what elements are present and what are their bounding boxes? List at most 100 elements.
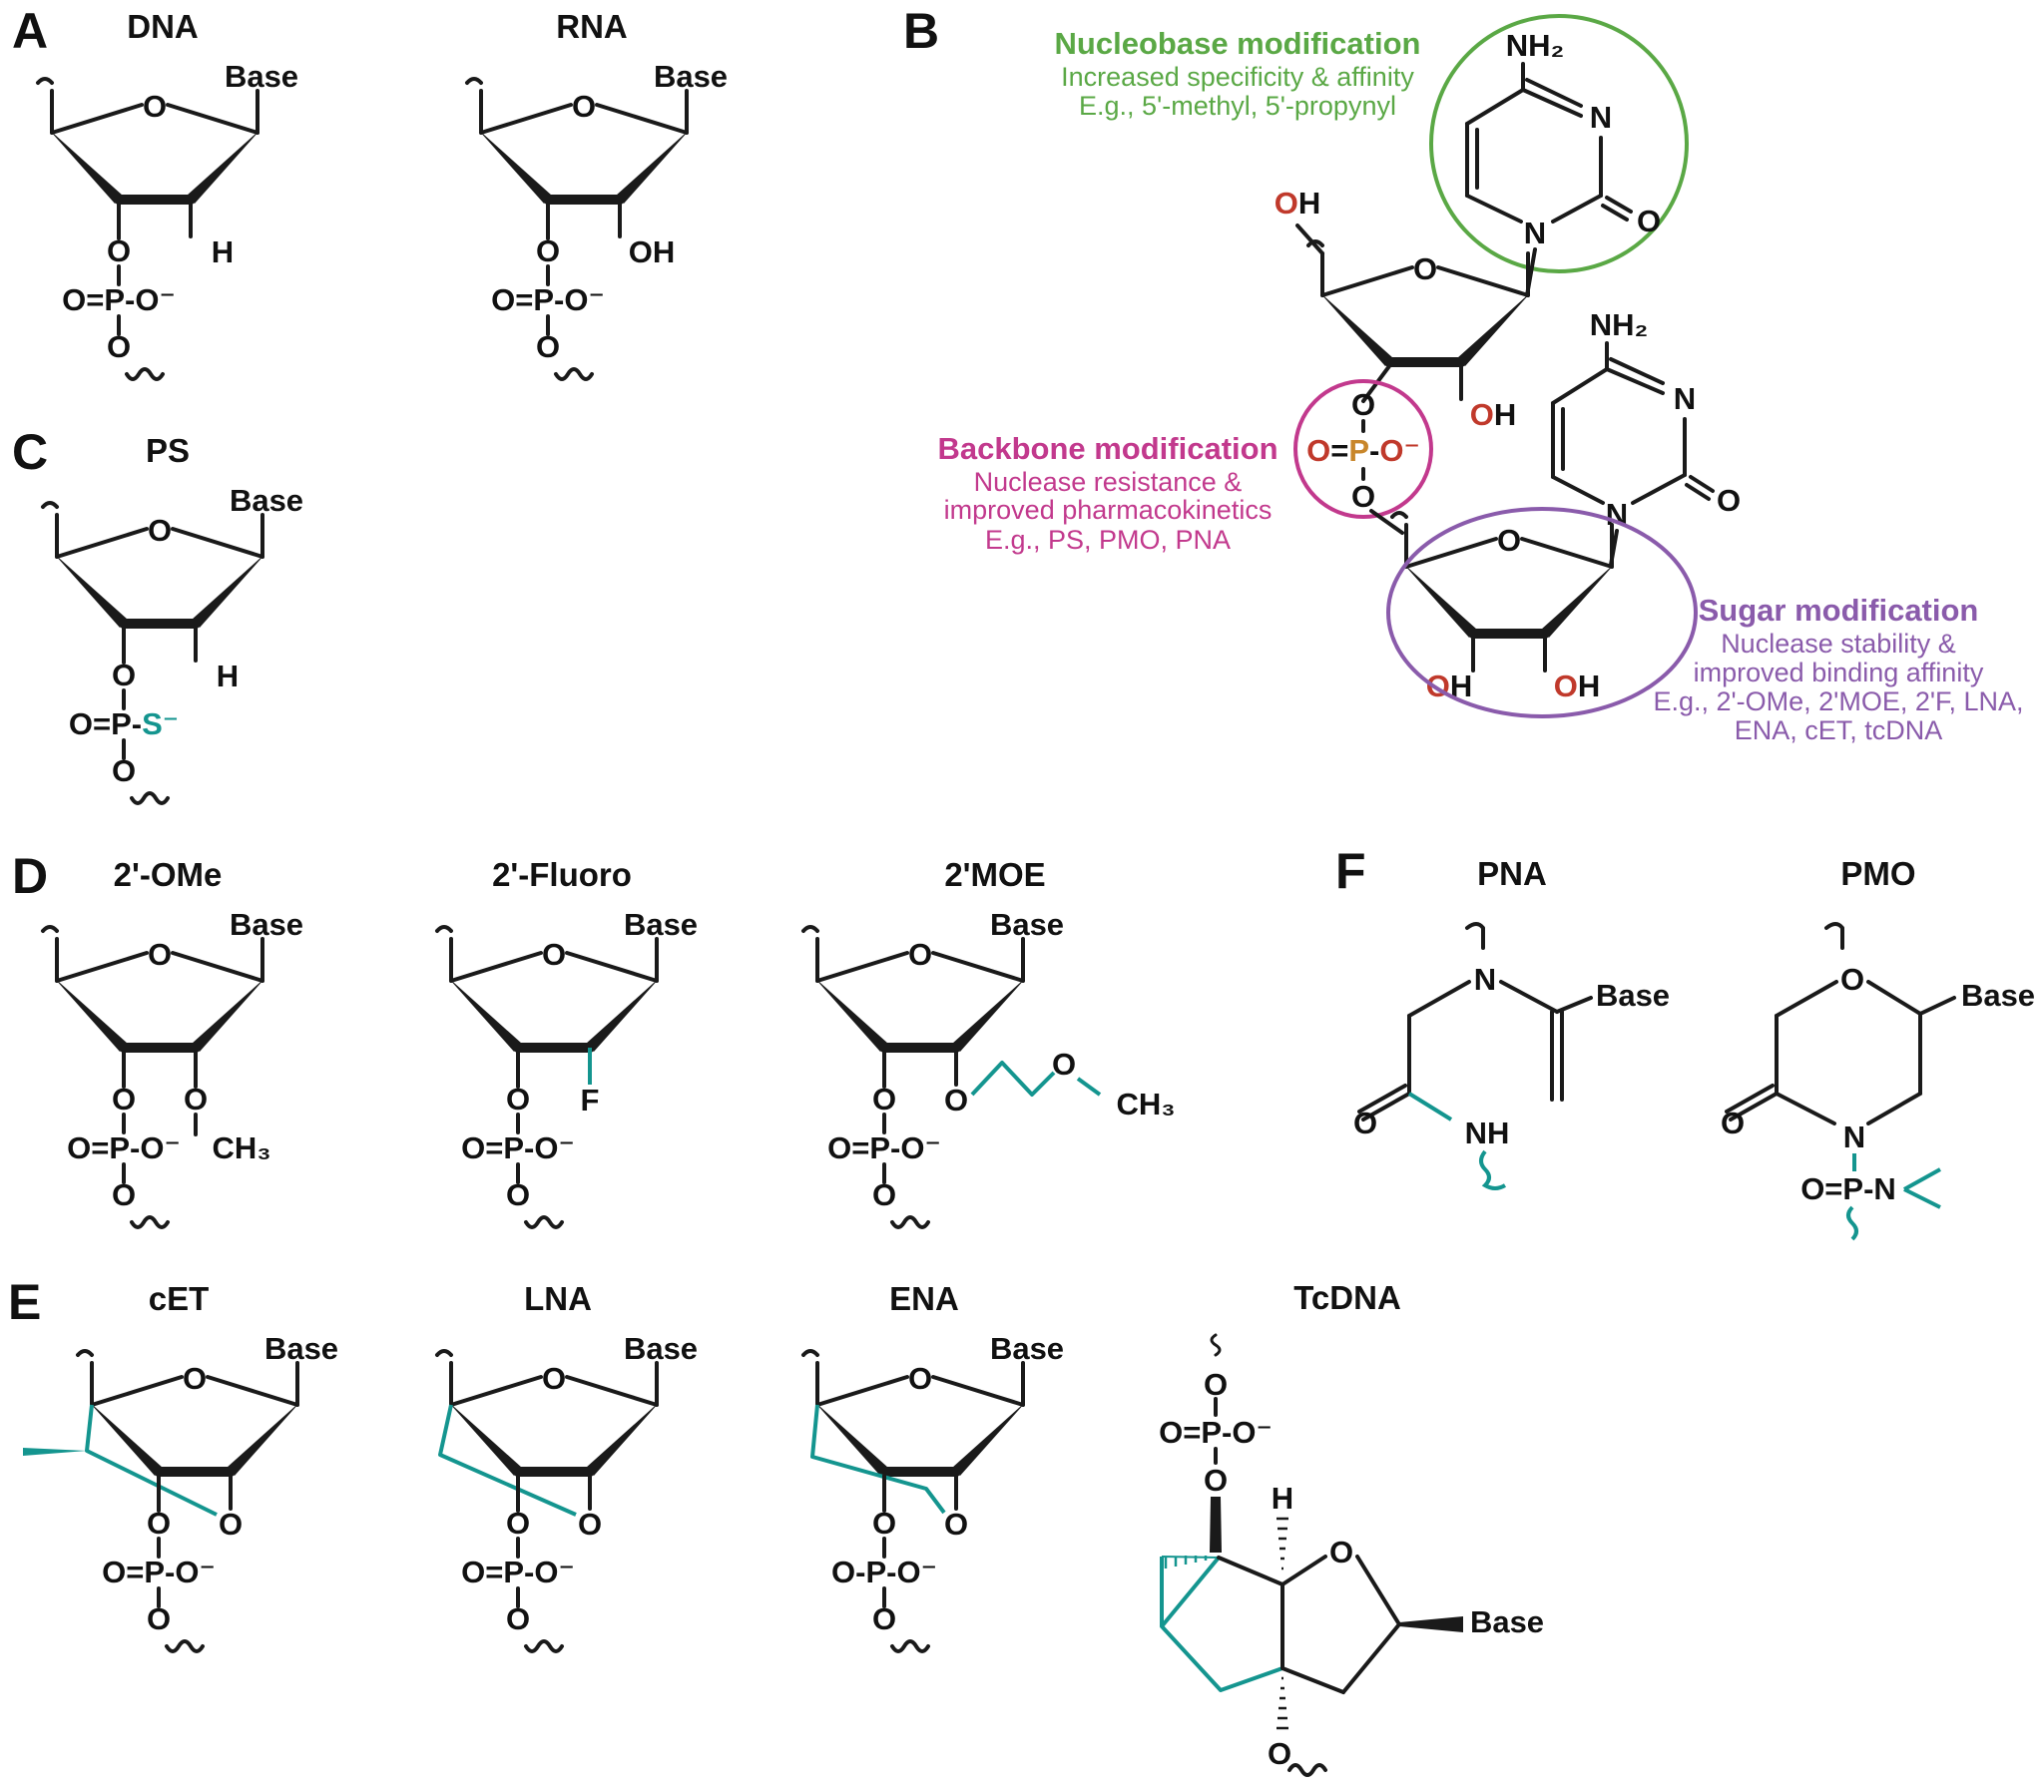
moe-2-oxygen: O: [944, 1083, 968, 1118]
pmo-base-label: Base: [1961, 978, 2035, 1013]
rna-2-substituent: OH: [629, 234, 676, 269]
lower-carbonyl-o: O: [1717, 483, 1741, 518]
ome-2-oxygen: O: [184, 1082, 208, 1117]
upper-5-oh-o: O: [1275, 186, 1298, 221]
tcdna-base-label: Base: [1470, 1604, 1544, 1639]
ome-title: 2'-OMe: [114, 856, 223, 893]
fluoro-ring-oxygen: O: [542, 937, 566, 972]
backbone-line-3: E.g., PS, PMO, PNA: [985, 525, 1231, 555]
upper-carbonyl-o: O: [1637, 204, 1661, 238]
fluoro-title: 2'-Fluoro: [492, 856, 632, 893]
rna-phosphate-center: O=P-O⁻: [491, 282, 605, 317]
lower-ribose: O OH OH: [1392, 513, 1614, 703]
dna-ring-oxygen: O: [143, 89, 167, 124]
fluoro-base-label: Base: [624, 907, 698, 942]
moe-title: 2'MOE: [944, 856, 1045, 893]
lna-phosphate-o1: O: [506, 1506, 530, 1541]
upper-2-oh-h: H: [1494, 397, 1516, 432]
sugar-annotation: Sugar modification Nuclease stability & …: [1653, 593, 2023, 745]
pna-title: PNA: [1477, 855, 1547, 892]
nucleobase-annotation: Nucleobase modification Increased specif…: [1055, 26, 1421, 121]
tcdna-title: TcDNA: [1293, 1279, 1401, 1316]
fluoro-structure: 2'-Fluoro O Base F O O=P-O⁻ O: [437, 856, 698, 1229]
rna-phosphate-o3: O: [536, 329, 560, 364]
pmo-nitrogen: N: [1843, 1120, 1865, 1154]
panel-f: F PNA N Base O NH PMO O Bas: [1335, 843, 2035, 1241]
cet-ring-oxygen: O: [183, 1361, 207, 1396]
pmo-ring-oxygen: O: [1840, 962, 1864, 997]
ome-phosphate-o3: O: [112, 1177, 136, 1212]
ome-phosphate-center: O=P-O⁻: [67, 1130, 181, 1165]
lower-2-oh: OH: [1554, 669, 1601, 703]
sugar-highlight-ellipse: [1386, 507, 1698, 718]
pna-structure: PNA N Base O NH: [1353, 855, 1670, 1190]
fluoro-2-substituent: F: [581, 1083, 600, 1118]
rna-phosphate-o1: O: [536, 233, 560, 268]
upper-nh2: NH₂: [1506, 28, 1565, 63]
sugar-line-4: ENA, cET, tcDNA: [1735, 715, 1943, 745]
moe-chain-oxygen: O: [1052, 1047, 1076, 1082]
ena-ring-oxygen: O: [908, 1361, 932, 1396]
ps-ring-oxygen: O: [148, 513, 172, 548]
pna-base-label: Base: [1596, 978, 1670, 1013]
phosphate-top-o: O: [1351, 387, 1375, 422]
ena-title: ENA: [889, 1280, 959, 1317]
tcdna-phosphate-center: O=P-O⁻: [1159, 1415, 1273, 1450]
ps-base-label: Base: [230, 483, 303, 518]
ena-structure: ENA O Base O O O-P-O⁻ O: [803, 1280, 1064, 1653]
sugar-line-3: E.g., 2'-OMe, 2'MOE, 2'F, LNA,: [1653, 686, 2023, 716]
upper-n1: N: [1524, 216, 1546, 250]
ps-phosphate-core: O=P-: [69, 706, 142, 741]
panel-a-letter: A: [12, 3, 48, 59]
sugar-line-1: Nuclease stability &: [1721, 629, 1956, 659]
ps-sulfur: S⁻: [142, 706, 179, 741]
pna-nitrogen: N: [1474, 962, 1496, 997]
panel-b-letter: B: [903, 3, 939, 59]
phosphate-p: P: [1348, 433, 1369, 468]
lna-ring-oxygen: O: [542, 1361, 566, 1396]
backbone-annotation: Backbone modification Nuclease resistanc…: [937, 431, 1278, 555]
phosphate-single-bond: -: [1369, 433, 1379, 468]
upper-2-oh-o: O: [1470, 397, 1494, 432]
backbone-title: Backbone modification: [937, 431, 1278, 466]
tcdna-phosphate-o1: O: [1204, 1367, 1228, 1402]
lower-3-oh-h: H: [1450, 669, 1472, 703]
upper-ribose: O OH OH: [1275, 186, 1530, 432]
phosphate-linkage: O O=P-O⁻ O: [1306, 387, 1420, 535]
dna-title: DNA: [127, 8, 199, 45]
panel-c-letter: C: [12, 424, 48, 480]
upper-5-oh: OH: [1275, 186, 1321, 221]
nucleobase-line-1: Increased specificity & affinity: [1061, 62, 1414, 92]
fluoro-phosphate-o3: O: [506, 1177, 530, 1212]
tcdna-phosphate-o3: O: [1204, 1463, 1228, 1498]
lna-base-label: Base: [624, 1331, 698, 1366]
pmo-title: PMO: [1840, 855, 1915, 892]
lna-title: LNA: [524, 1280, 592, 1317]
cet-bridge-oxygen: O: [219, 1507, 243, 1542]
rna-title: RNA: [556, 8, 628, 45]
upper-2-oh: OH: [1470, 397, 1517, 432]
cet-phosphate-center: O=P-O⁻: [102, 1555, 216, 1589]
lna-phosphate-center: O=P-O⁻: [461, 1555, 575, 1589]
ps-phosphate-center: O=P-S⁻: [69, 706, 179, 741]
panel-f-letter: F: [1335, 843, 1366, 899]
ps-title: PS: [146, 432, 190, 469]
dna-phosphate-o3: O: [107, 329, 131, 364]
dna-structure: DNA O Base H O O=P-O⁻ O: [38, 8, 298, 381]
upper-ribose-oxygen: O: [1413, 251, 1437, 286]
ome-ring-oxygen: O: [148, 937, 172, 972]
moe-phosphate-o1: O: [872, 1082, 896, 1117]
ome-methyl: CH₃: [212, 1130, 270, 1165]
rna-structure: RNA O Base OH O O=P-O⁻ O: [467, 8, 728, 381]
ome-phosphate-o1: O: [112, 1082, 136, 1117]
ena-base-label: Base: [990, 1331, 1064, 1366]
moe-phosphate-o3: O: [872, 1177, 896, 1212]
upper-cytosine: NH₂ N O N: [1465, 28, 1661, 297]
panel-b: B Nucleobase modification Increased spec…: [903, 3, 2024, 745]
moe-base-label: Base: [990, 907, 1064, 942]
nucleobase-line-2: E.g., 5'-methyl, 5'-propynyl: [1079, 91, 1396, 121]
panel-d-letter: D: [12, 848, 48, 904]
nucleobase-highlight-circle: [1429, 14, 1689, 273]
cet-base-label: Base: [264, 1331, 338, 1366]
